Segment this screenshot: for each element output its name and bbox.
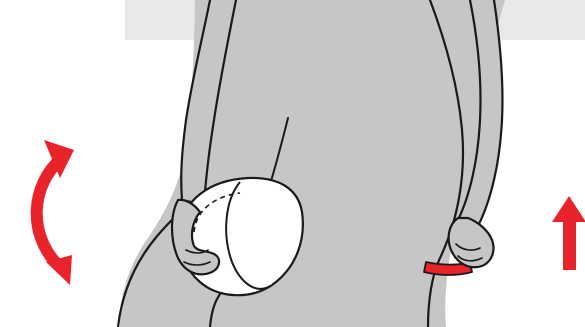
rotate-arrow-arc: [37, 158, 62, 265]
right-hand: [449, 218, 494, 267]
up-arrow-shaft: [563, 218, 576, 270]
curved-rotate-arrow-icon: [37, 140, 74, 285]
up-arrow-icon: [552, 196, 585, 270]
up-arrow-head: [552, 196, 585, 222]
